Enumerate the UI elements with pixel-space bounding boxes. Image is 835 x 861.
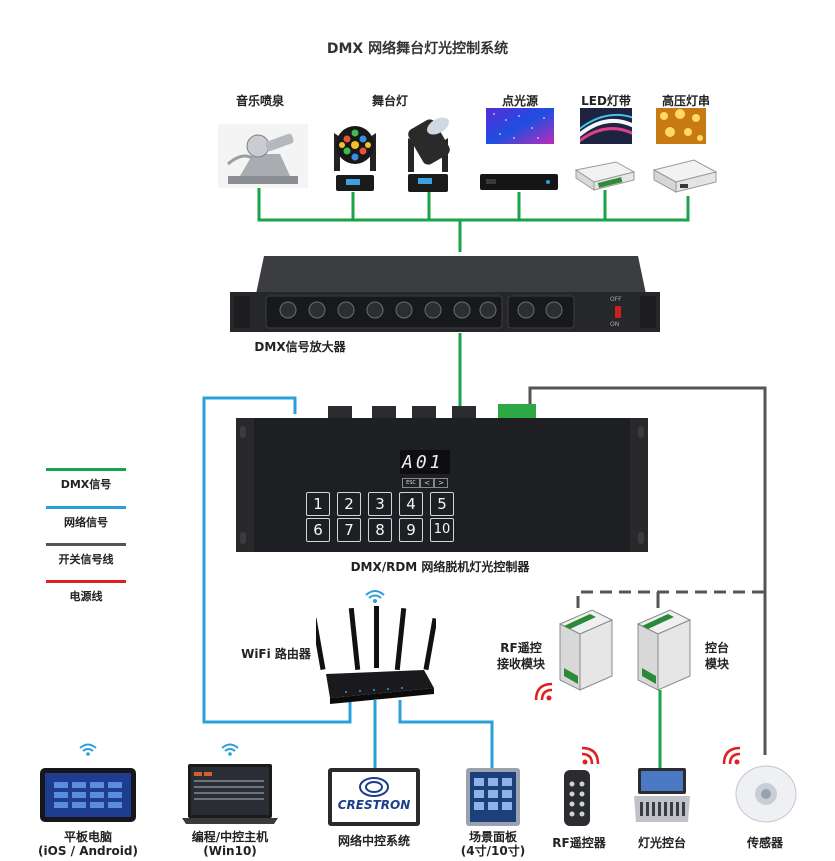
stage-light-label: 舞台灯 (371, 94, 408, 108)
hv-string-image (656, 108, 706, 144)
led-strip-label: LED灯带 (581, 94, 631, 108)
led-strip-image (580, 108, 632, 144)
diagram-title: DMX 网络舞台灯光控制系统 (326, 41, 509, 57)
sensor-label: 传感器 (746, 836, 783, 850)
scene-key-10[interactable]: 10 (430, 518, 454, 542)
scene-key-1[interactable]: 1 (306, 492, 330, 516)
legend-switch-line (46, 543, 126, 546)
legend-power-line (46, 580, 126, 583)
host-label: 编程/中控主机 (Win10) (170, 830, 290, 858)
amplifier-label: DMX信号放大器 (254, 340, 346, 354)
scene-key-9[interactable]: 9 (399, 518, 423, 542)
moving-head-wash-image (334, 126, 376, 191)
crestron-swirl-icon (359, 777, 389, 797)
sensor-signal-icon (722, 746, 741, 765)
rf-receiver-label-line2: 接收模块 (496, 657, 545, 671)
fountain-image (218, 124, 308, 188)
moving-head-beam-image (408, 117, 450, 192)
controller-display: A01 (402, 452, 444, 473)
scene-key-3[interactable]: 3 (368, 492, 392, 516)
scene-panel-label-line2: (4寸/10寸) (460, 844, 526, 858)
dmx-top-bus (257, 188, 690, 768)
legend-network-line (46, 506, 126, 509)
controller-prev-button[interactable]: < (420, 478, 434, 488)
dmx-amplifier-image: OFF ON (230, 256, 660, 332)
legend-power-label: 电源线 (69, 590, 103, 603)
rf-receiver-label-line1: RF遥控 (500, 641, 542, 655)
amp-on-label: ON (610, 321, 619, 328)
router-image (316, 606, 436, 704)
legend-network-label: 网络信号 (64, 516, 108, 529)
scene-key-4[interactable]: 4 (399, 492, 423, 516)
tablet-label: 平板电脑 (iOS / Android) (28, 830, 148, 858)
lighting-console-image (634, 768, 690, 822)
fountain-label: 音乐喷泉 (235, 94, 284, 108)
tablet-label-line2: (iOS / Android) (38, 844, 138, 858)
point-light-label: 点光源 (501, 94, 538, 108)
network-lines (202, 396, 494, 768)
scene-key-8[interactable]: 8 (368, 518, 392, 542)
central-control-device: CRESTRON (328, 768, 420, 826)
host-wifi-icon (221, 743, 239, 756)
legend-switch-label: 开关信号线 (58, 553, 114, 566)
host-laptop-image (182, 764, 278, 824)
hv-controller-image (652, 159, 718, 193)
scene-panel-label: 场景面板 (4寸/10寸) (440, 830, 546, 858)
console-module-image (636, 609, 692, 691)
router-label: WiFi 路由器 (241, 647, 311, 661)
controller-next-button[interactable]: > (434, 478, 448, 488)
crestron-logo: CRESTRON (337, 798, 411, 812)
console-label: 灯光控台 (637, 836, 686, 850)
scene-panel-label-line1: 场景面板 (468, 830, 517, 844)
tablet-label-line1: 平板电脑 (63, 830, 112, 844)
legend-dmx-line (46, 468, 126, 471)
console-module-label-line2: 模块 (704, 657, 729, 671)
controller-label: DMX/RDM 网络脱机灯光控制器 (350, 560, 530, 574)
rf-signal-icon (534, 682, 553, 701)
scene-key-7[interactable]: 7 (337, 518, 361, 542)
sensor-image (735, 765, 797, 823)
host-label-line1: 编程/中控主机 (191, 830, 269, 844)
scene-key-5[interactable]: 5 (430, 492, 454, 516)
scene-key-2[interactable]: 2 (337, 492, 361, 516)
point-light-controller-image (480, 174, 558, 190)
tablet-wifi-icon (79, 743, 97, 756)
rf-receiver-module-image (558, 609, 614, 691)
tablet-image (40, 768, 136, 822)
led-driver-image (574, 161, 636, 191)
hv-string-label: 高压灯串 (661, 94, 710, 108)
point-light-image (486, 108, 554, 144)
host-label-line2: (Win10) (203, 844, 257, 858)
console-module-label: 控台 模块 (692, 640, 742, 672)
switch-lines (528, 386, 767, 755)
scene-panel-image (466, 768, 520, 826)
amp-off-label: OFF (610, 296, 622, 303)
controller-esc-button[interactable]: ESC (402, 478, 420, 488)
rf-remote-label: RF遥控器 (552, 836, 606, 850)
legend-dmx-label: DMX信号 (60, 478, 112, 491)
wifi-icon (365, 590, 385, 603)
scene-key-6[interactable]: 6 (306, 518, 330, 542)
rf-receiver-label: RF遥控 接收模块 (486, 640, 556, 672)
central-label: 网络中控系统 (337, 834, 410, 848)
rf-remote-image (564, 770, 590, 826)
remote-signal-icon (581, 746, 600, 765)
console-module-label-line1: 控台 (704, 641, 729, 655)
